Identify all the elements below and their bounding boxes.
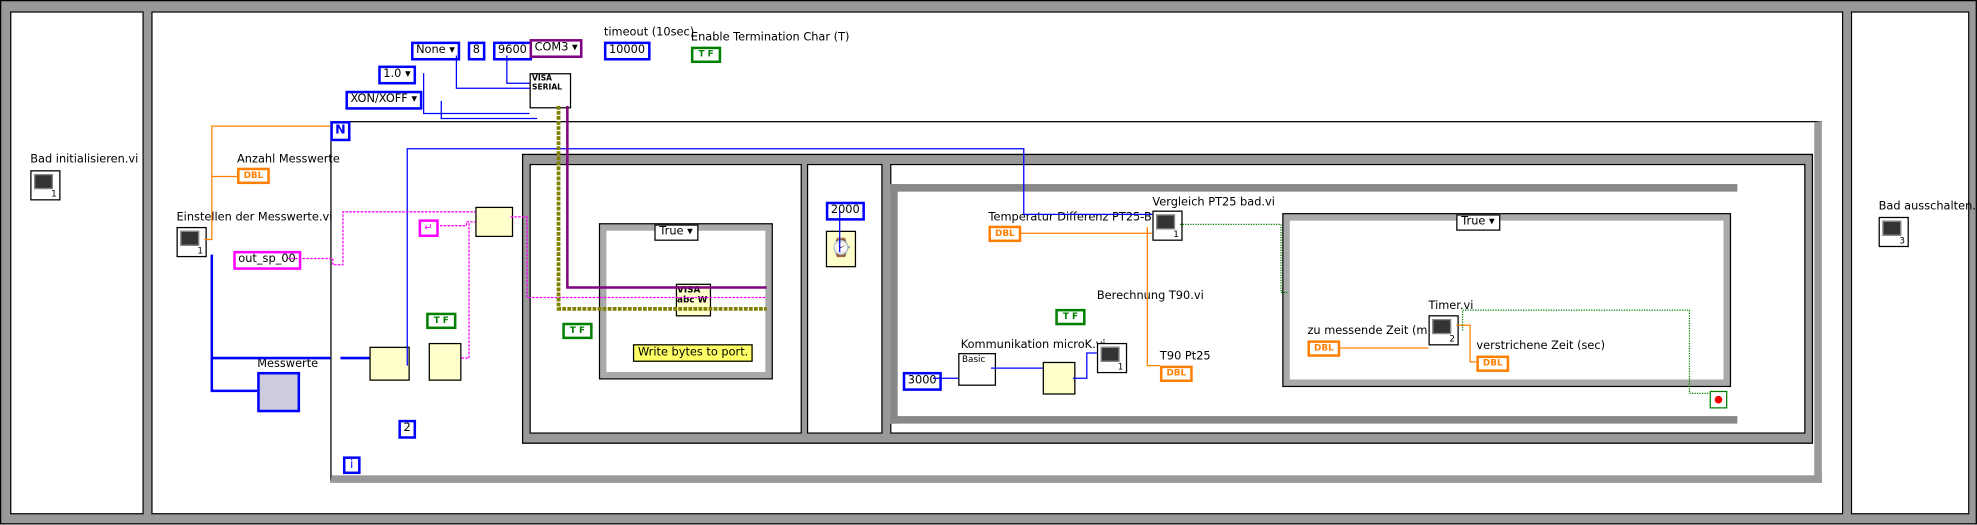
number-to-string-node[interactable]: [428, 342, 462, 381]
case-selector[interactable]: True ▾: [654, 224, 698, 241]
wire-timer-done: [1461, 309, 1710, 395]
wait-ms-constant[interactable]: 2000: [825, 201, 865, 221]
t90-label: T90 Pt25: [1159, 350, 1211, 364]
term-char-constant[interactable]: T F: [690, 46, 722, 64]
wire-count: [204, 125, 331, 241]
stop-terminal[interactable]: [1709, 390, 1728, 409]
stop-bits-ring[interactable]: 1.0 ▾: [378, 65, 416, 85]
data-bits-constant[interactable]: 8: [467, 41, 486, 61]
timer-label: Timer.vi: [1428, 300, 1474, 313]
einstellen-label: Einstellen der Messwerte.vi: [176, 211, 333, 225]
verstrichene-label: verstrichene Zeit (sec): [1476, 340, 1606, 354]
true-constant[interactable]: T F: [562, 322, 593, 340]
bad-ausschalten-label: Bad ausschalten.vi: [1878, 200, 1977, 214]
parity-ring[interactable]: None ▾: [411, 41, 461, 61]
loop-index-terminal[interactable]: i: [342, 456, 361, 475]
sequence-frame-3[interactable]: [1850, 11, 1970, 515]
wire-temp: [1018, 226, 1160, 367]
newline-constant[interactable]: ↵: [418, 219, 439, 238]
anzahl-indicator: DBL: [237, 167, 270, 185]
t90-indicator: DBL: [1159, 365, 1193, 383]
bad-initialisieren-vi[interactable]: 1: [30, 170, 61, 201]
anzahl-label: Anzahl Messwerte: [237, 153, 340, 167]
wait-clock-icon[interactable]: ⌚: [825, 230, 857, 268]
visa-write-node[interactable]: VISA abc W: [675, 283, 712, 317]
wire-verstrichen: [1456, 324, 1477, 363]
wire-serial-config: [422, 55, 538, 120]
wire-micro-k: [932, 352, 1097, 379]
out-string-constant[interactable]: out_sp_00: [233, 250, 301, 270]
kommunikation-label: Kommunikation microK.vi: [960, 339, 1106, 352]
build-array-node[interactable]: [369, 346, 410, 381]
bool-constant-format[interactable]: T F: [426, 312, 457, 330]
flow-control-ring[interactable]: XON/XOFF ▾: [345, 90, 423, 110]
wire-messwerte: [210, 254, 331, 393]
const-2[interactable]: 2: [398, 419, 416, 439]
messwerte-label: Messwerte: [257, 358, 319, 371]
wire-newline: [436, 221, 476, 359]
visa-resource-constant[interactable]: COM3 ▾: [529, 39, 583, 58]
case-structure-timer[interactable]: [1282, 213, 1732, 388]
vergleich-vi[interactable]: 1: [1152, 210, 1183, 241]
wire-compare: [1180, 223, 1289, 294]
visa-configure-serial-node[interactable]: VISA SERIAL: [529, 73, 572, 109]
zu-messende-label: zu messende Zeit (min): [1307, 325, 1443, 338]
timer-vi[interactable]: 2: [1428, 315, 1459, 346]
wire-command: [510, 216, 767, 299]
bad-ausschalten-vi[interactable]: 3: [1878, 216, 1909, 248]
wire-error: [556, 105, 767, 311]
basic-serial-node[interactable]: Basic: [958, 353, 997, 386]
verstrichene-indicator: DBL: [1476, 355, 1510, 372]
vergleich-label: Vergleich PT25 bad.vi: [1152, 196, 1275, 210]
sequence-frame-1[interactable]: [10, 11, 144, 515]
berechnung-vi[interactable]: 1: [1096, 342, 1128, 374]
berechnung-label: Berechnung T90.vi: [1096, 289, 1204, 303]
concatenate-strings-node[interactable]: [475, 206, 514, 238]
bool-constant-measure[interactable]: T F: [1055, 308, 1086, 326]
term-char-label: Enable Termination Char (T): [690, 31, 850, 45]
messwerte-array-indicator: [257, 371, 301, 413]
zu-messende-control[interactable]: DBL: [1307, 340, 1341, 357]
wire-string: [287, 211, 476, 266]
const-3000[interactable]: 3000: [902, 371, 942, 391]
timeout-label: timeout (10sec): [603, 26, 695, 40]
write-comment: Write bytes to port.: [632, 344, 754, 362]
timeout-constant[interactable]: 10000: [603, 41, 651, 61]
bad-initialisieren-label: Bad initialisieren.vi: [30, 153, 139, 167]
case-selector-timer[interactable]: True ▾: [1456, 214, 1500, 231]
loop-count-terminal[interactable]: N: [330, 121, 351, 142]
wire-setpoint: [406, 148, 1153, 366]
einstellen-vi[interactable]: 1: [176, 226, 207, 258]
wire-visa: [566, 105, 767, 289]
